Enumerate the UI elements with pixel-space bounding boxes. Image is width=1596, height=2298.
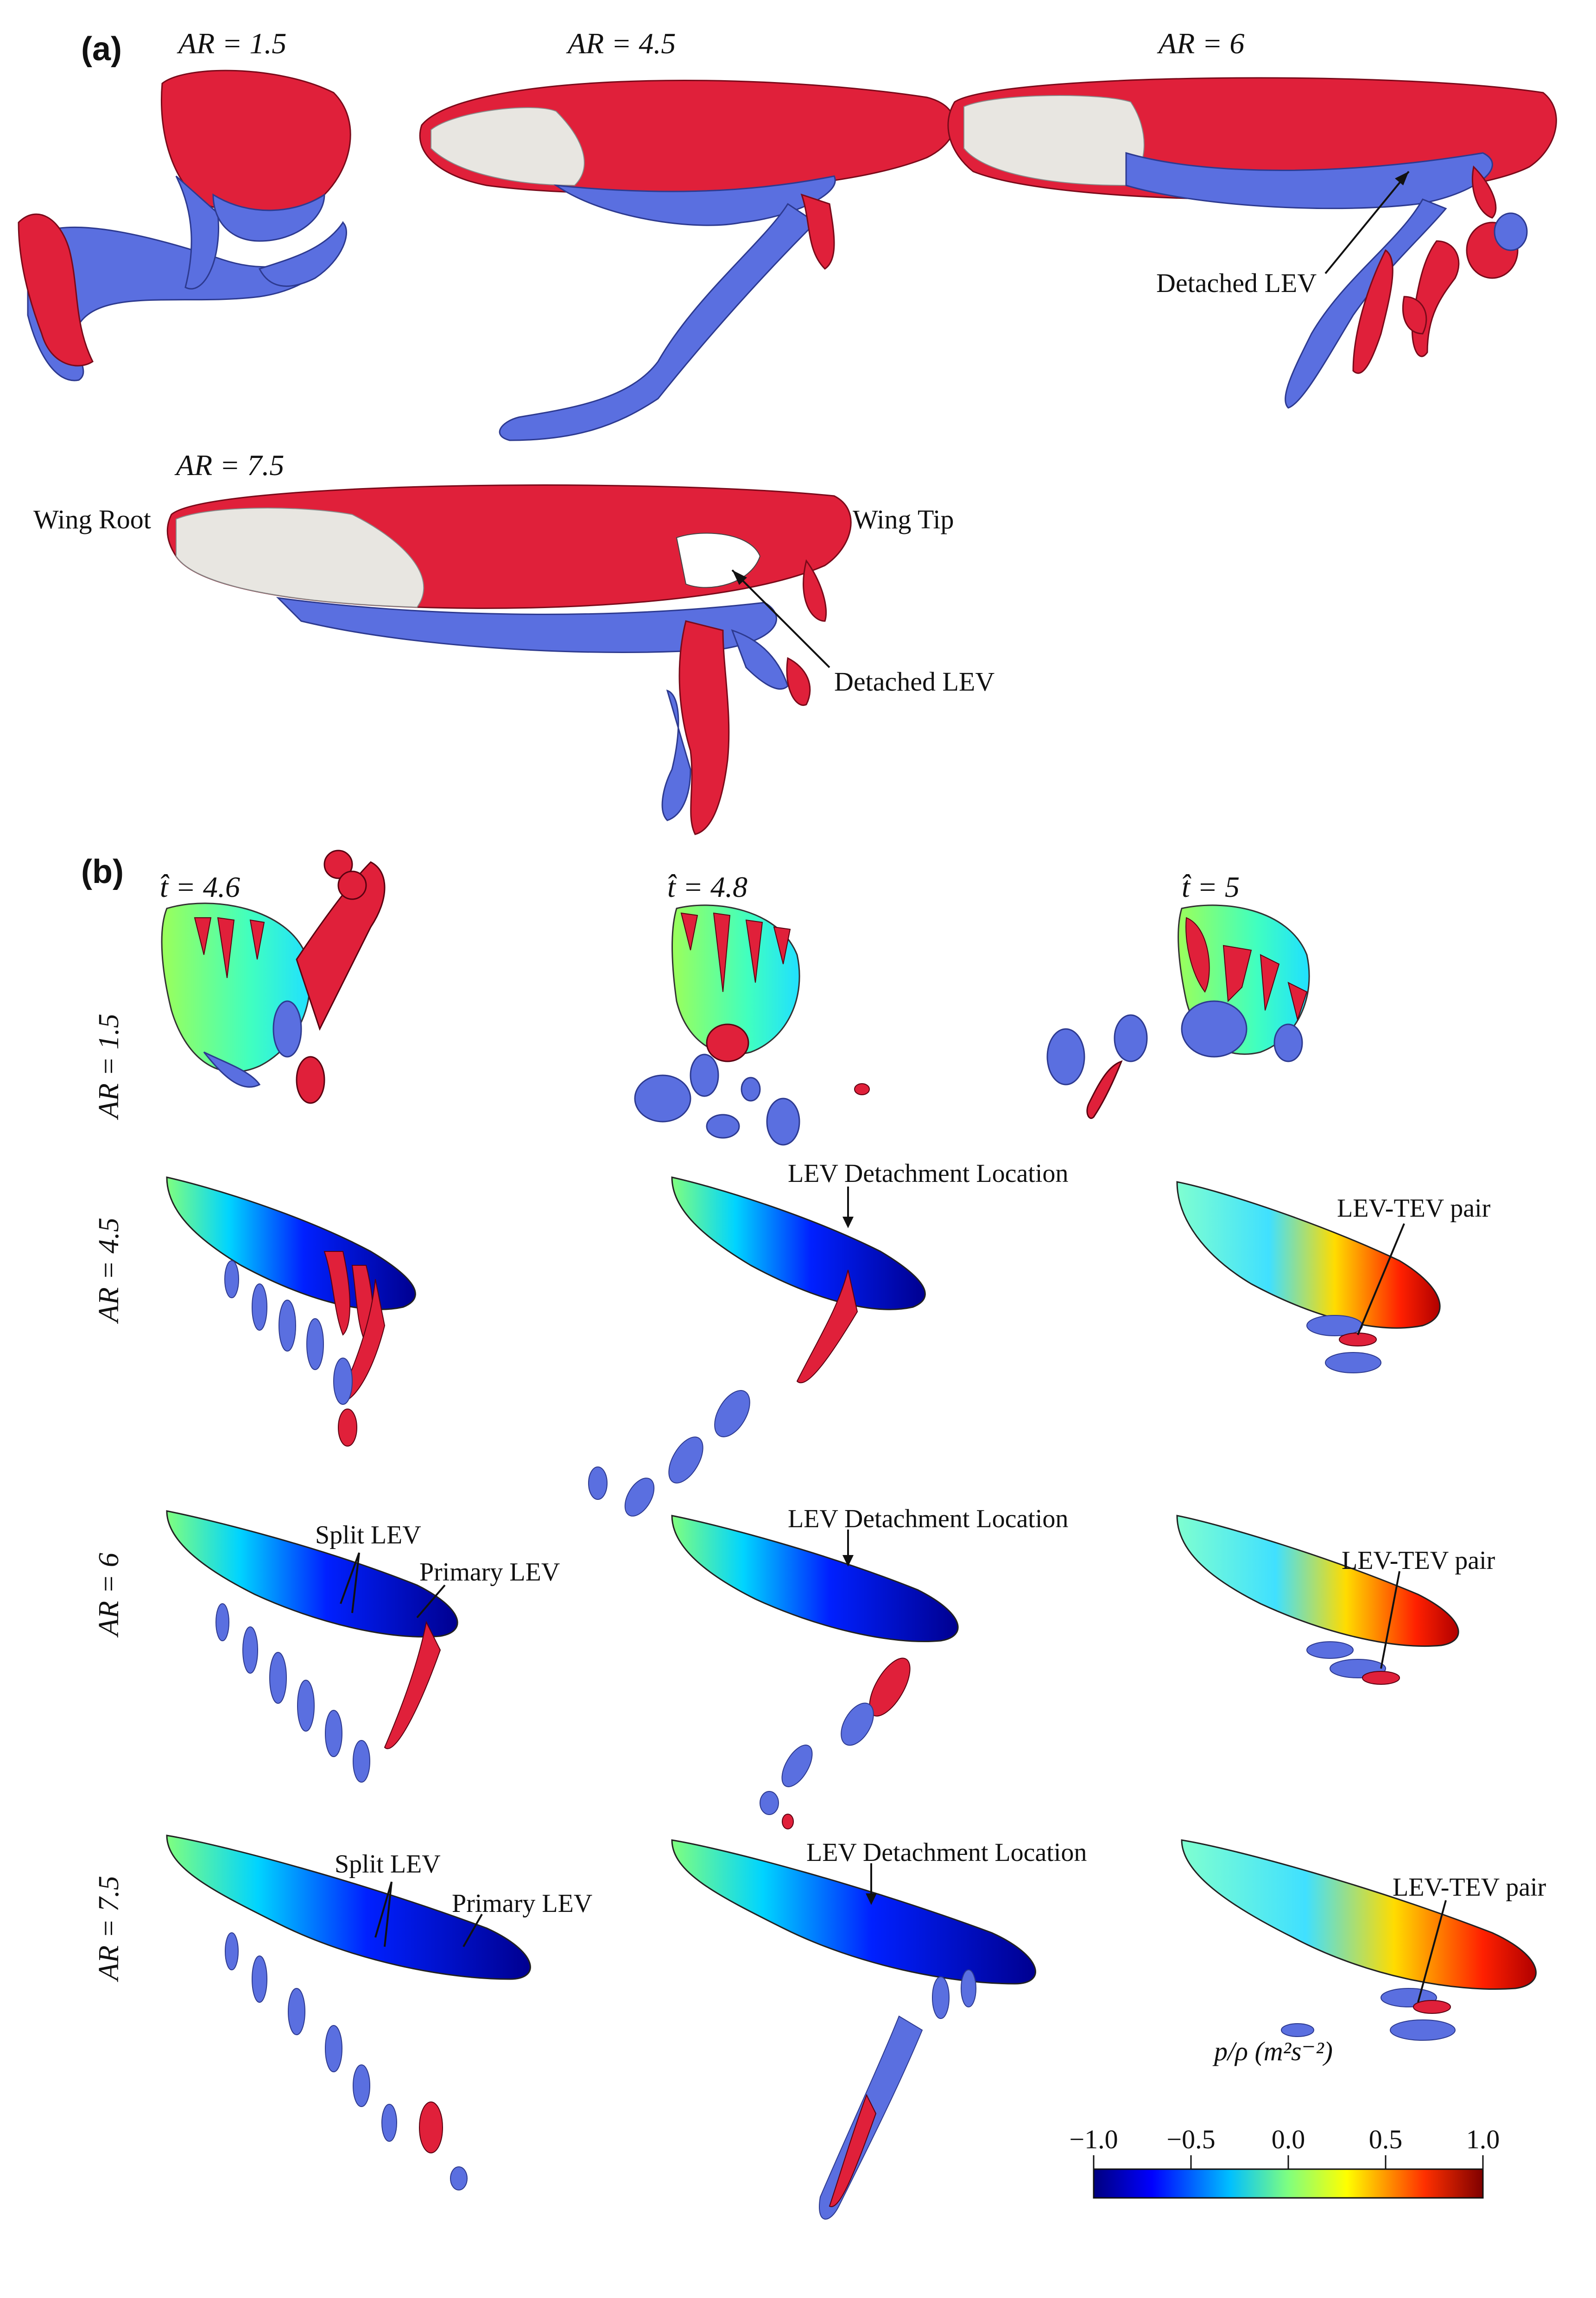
colorbar-tick-label: −0.5 bbox=[1166, 2124, 1215, 2154]
annotation-lev-tev-45: LEV-TEV pair bbox=[1337, 1194, 1491, 1223]
slice-ar7-5-t4-8 bbox=[671, 1839, 1036, 2220]
annotation-primary-lev-75: Primary LEV bbox=[452, 1889, 592, 1918]
arrowhead bbox=[842, 1217, 854, 1228]
annotation-split-lev-75: Split LEV bbox=[335, 1850, 441, 1879]
colorbar-tick-label: 1.0 bbox=[1466, 2124, 1500, 2154]
colorbar-title: p/ρ (m²s⁻²) bbox=[1212, 2036, 1333, 2066]
colorbar: p/ρ (m²s⁻²) −1.0 −0.5 0.0 0.5 1.0 bbox=[1069, 2036, 1500, 2199]
panel-a-ar-label: AR = 1.5 bbox=[177, 27, 286, 60]
colorbar-tick-label: 0.0 bbox=[1272, 2124, 1305, 2154]
arrow-split-lev-75 bbox=[384, 1881, 393, 1947]
annotation-lev-detach-45: LEV Detachment Location bbox=[788, 1159, 1068, 1188]
annotation-lev-tev-75: LEV-TEV pair bbox=[1393, 1873, 1546, 1902]
slice-ar1-5-t4-8 bbox=[634, 904, 870, 1146]
panel-b-label: (b) bbox=[81, 853, 124, 890]
colorbar-tick-label: 0.5 bbox=[1369, 2124, 1403, 2154]
arrow-lev-tev-45 bbox=[1357, 1223, 1405, 1335]
vortex-structure-ar4-5 bbox=[419, 80, 956, 441]
slice-ar7-5-t4-6 bbox=[166, 1835, 531, 2190]
vortex-structure-ar6 bbox=[947, 77, 1557, 409]
annotation-primary-lev-6: Primary LEV bbox=[419, 1558, 560, 1587]
annotation-lev-detach-6: LEV Detachment Location bbox=[788, 1504, 1068, 1533]
vortex-structure-ar7-5 bbox=[166, 484, 852, 835]
panel-a-ar-label: AR = 4.5 bbox=[566, 27, 676, 60]
arrow-split-lev-6 bbox=[340, 1552, 360, 1604]
time-label: t̂ = 4.6 bbox=[160, 870, 240, 903]
arrow-lev-tev-6 bbox=[1380, 1571, 1400, 1669]
slice-ar6-t4-8 bbox=[671, 1515, 959, 1829]
annotation-split-lev-6: Split LEV bbox=[315, 1521, 421, 1549]
arrowhead bbox=[866, 1893, 877, 1905]
slice-ar6-t5 bbox=[1176, 1515, 1459, 1685]
row-label: AR = 6 bbox=[93, 1553, 125, 1638]
annotation-lev-detach-75: LEV Detachment Location bbox=[806, 1838, 1087, 1867]
slice-ar4-5-t4-8 bbox=[588, 1176, 926, 1517]
arrowhead bbox=[732, 570, 747, 585]
slice-ar4-5-t5 bbox=[1176, 1181, 1441, 1373]
time-label: t̂ = 5 bbox=[1182, 870, 1240, 903]
panel-a-label: (a) bbox=[81, 31, 122, 68]
colorbar-ticks: −1.0 −0.5 0.0 0.5 1.0 bbox=[1069, 2124, 1500, 2169]
panel-a-ar-label: AR = 7.5 bbox=[174, 449, 284, 482]
slice-ar4-5-t4-6 bbox=[166, 1176, 416, 1447]
annotation-wing-root: Wing Root bbox=[33, 504, 151, 534]
arrow-primary-lev-75 bbox=[462, 1914, 483, 1947]
row-label: AR = 1.5 bbox=[93, 1014, 125, 1120]
panel-a-ar-label: AR = 6 bbox=[1157, 27, 1244, 60]
slice-ar1-5-t5 bbox=[1046, 904, 1310, 1119]
arrowhead bbox=[842, 1555, 854, 1567]
row-label: AR = 4.5 bbox=[93, 1218, 125, 1324]
arrow-lev-tev-75 bbox=[1417, 1900, 1447, 2003]
colorbar-tick-label: −1.0 bbox=[1069, 2124, 1118, 2154]
colorbar-gradient bbox=[1093, 2168, 1484, 2199]
vortex-structure-ar1-5 bbox=[18, 70, 351, 381]
arrow-split-lev-75 bbox=[374, 1881, 393, 1938]
arrow-split-lev-6 bbox=[351, 1552, 360, 1613]
slice-ar1-5-t4-6 bbox=[161, 850, 386, 1104]
slice-ar6-t4-6 bbox=[166, 1510, 458, 1783]
slice-ar7-5-t5 bbox=[1181, 1839, 1537, 2041]
annotation-wing-tip: Wing Tip bbox=[853, 504, 954, 534]
arrow-primary-lev-6 bbox=[416, 1584, 446, 1619]
arrowhead bbox=[1395, 171, 1409, 185]
row-label: AR = 7.5 bbox=[93, 1876, 125, 1982]
arrow-detached-lev-ar75 bbox=[731, 569, 830, 668]
annotation-detached-lev-ar6: Detached LEV bbox=[1156, 268, 1317, 298]
arrow-detached-lev-ar6 bbox=[1324, 171, 1410, 274]
annotation-detached-lev-ar75: Detached LEV bbox=[834, 667, 994, 697]
annotation-lev-tev-6: LEV-TEV pair bbox=[1342, 1546, 1495, 1575]
time-label: t̂ = 4.8 bbox=[667, 870, 747, 903]
